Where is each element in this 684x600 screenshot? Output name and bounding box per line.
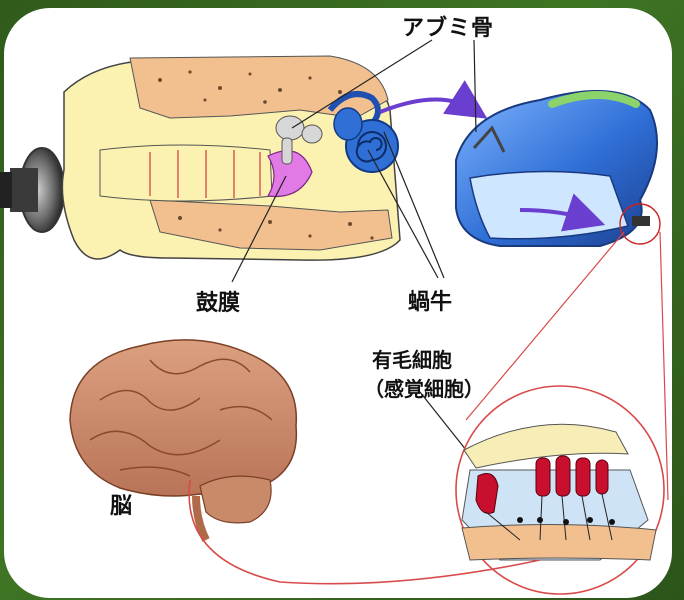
arrow-to-cochlea: [380, 99, 474, 112]
label-hair-cell: 有毛細胞: [372, 344, 452, 373]
label-cochlea: 蝸牛: [408, 284, 452, 316]
brain: [70, 340, 296, 540]
label-brain: 脳: [110, 488, 132, 520]
ear-canal: [100, 145, 272, 201]
label-sensory-cell: （感覚細胞）: [364, 373, 484, 402]
speaker-icon: [0, 148, 64, 232]
cochlea-enlarged: [456, 91, 660, 246]
label-stapes: アブミ骨: [402, 10, 494, 42]
hair-cell-detail: [456, 386, 664, 594]
label-eardrum: 鼓膜: [196, 285, 240, 317]
